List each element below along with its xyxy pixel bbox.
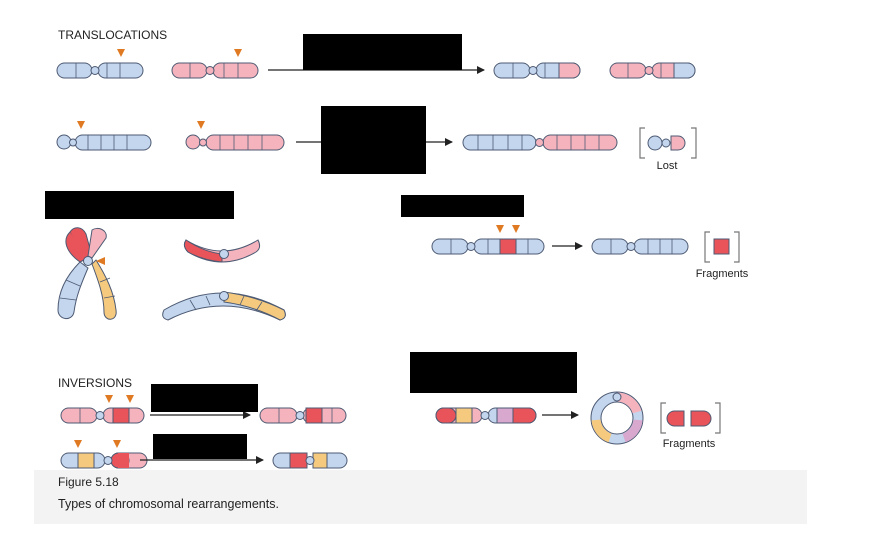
- chromosome-blue-a: [56, 62, 144, 79]
- break-arrowhead: [496, 225, 504, 233]
- translocations-heading: TRANSLOCATIONS: [58, 28, 167, 42]
- ring-chromosome: [590, 391, 644, 445]
- acrocentric-pink: [185, 134, 285, 151]
- break-arrowhead: [96, 257, 105, 265]
- break-arrowhead: [74, 440, 82, 448]
- inversion-row-2: [60, 440, 348, 469]
- redacted-label: [151, 384, 258, 412]
- deleted-chromosome: [591, 238, 689, 255]
- linear-chromosome: [435, 407, 537, 424]
- break-arrowhead: [113, 440, 121, 448]
- figure-caption: Types of chromosomal rearrangements.: [58, 497, 279, 511]
- break-arrowhead: [105, 395, 113, 403]
- fused-chromosome: [462, 134, 618, 151]
- translocation-product-2: [609, 62, 696, 79]
- redacted-label: [303, 34, 462, 70]
- dicentric-arc: [162, 291, 286, 321]
- paracentric-before: [60, 452, 148, 469]
- caption-background: [34, 470, 807, 524]
- acrocentric-blue: [56, 134, 152, 151]
- deletion-fragments-label: Fragments: [696, 268, 749, 280]
- break-arrowhead: [117, 49, 125, 57]
- pericentric-before: [60, 407, 145, 424]
- pericentric-after: [259, 407, 347, 424]
- redacted-label: [153, 434, 247, 459]
- redacted-label: [401, 195, 524, 217]
- chromosome-with-deletion: [431, 238, 545, 255]
- inversion-row-1: [60, 395, 347, 424]
- break-arrowhead: [197, 121, 205, 129]
- lost-fragment: [639, 127, 697, 159]
- acentric-fragment-arc: [183, 239, 261, 263]
- translocation-row-1: [56, 49, 696, 79]
- break-arrowhead: [234, 49, 242, 57]
- break-arrowhead: [126, 395, 134, 403]
- ring-chromosome-row: Fragments: [435, 391, 721, 450]
- deletion-row: Fragments: [431, 225, 749, 280]
- deletion-fragment: [704, 231, 740, 263]
- redacted-label: [410, 352, 577, 393]
- chromosome-pink-b: [171, 62, 259, 79]
- redacted-label: [321, 106, 426, 174]
- inversions-heading: INVERSIONS: [58, 376, 132, 390]
- redacted-label: [45, 191, 234, 219]
- lost-label: Lost: [657, 160, 678, 172]
- break-arrowhead: [77, 121, 85, 129]
- translocation-product-1: [493, 62, 581, 79]
- ring-fragments-label: Fragments: [663, 438, 716, 450]
- translocation-row-2: Lost: [56, 121, 697, 172]
- figure-number: Figure 5.18: [58, 475, 119, 489]
- chromatid-cross-diagram: [57, 227, 117, 320]
- ring-fragments: [660, 402, 721, 434]
- paracentric-after: [272, 452, 348, 469]
- break-arrowhead: [512, 225, 520, 233]
